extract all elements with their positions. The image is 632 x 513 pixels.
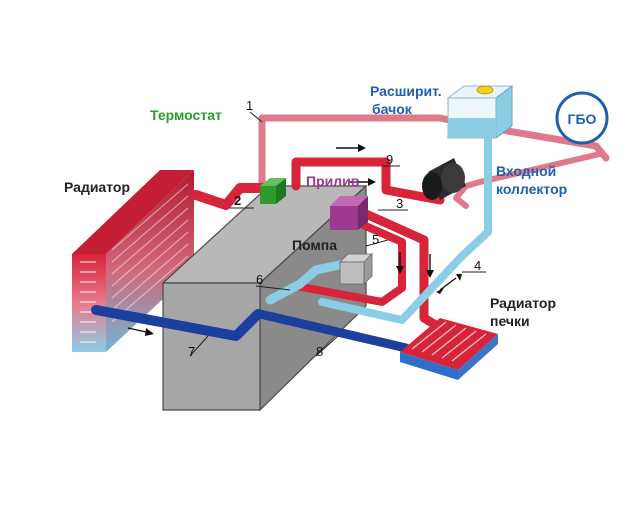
intake-manifold-icon: [422, 158, 466, 200]
main-radiator: [72, 170, 194, 352]
flow-arrows: [127, 144, 462, 336]
callout-number-2: 2: [234, 193, 241, 208]
thermostat: [260, 178, 286, 204]
callout-number-7: 7: [188, 344, 195, 359]
callout-number-6: 6: [256, 272, 263, 287]
label-intake-line2: коллектор: [496, 181, 567, 197]
arrow-icon: [348, 178, 376, 186]
label-intake-line1: Входной: [496, 163, 556, 179]
label-heater-line1: Радиатор: [490, 295, 556, 311]
pump: [339, 253, 373, 285]
callout-number-1: 1: [246, 98, 253, 113]
label-pump: Помпа: [292, 237, 337, 253]
arrow-icon: [436, 274, 462, 294]
gbo-circle-icon: [555, 91, 609, 145]
callout-number-9: 9: [386, 152, 393, 167]
arrow-icon: [336, 144, 366, 152]
arrow-icon: [396, 252, 404, 274]
expansion-tank: [446, 85, 514, 139]
gbo-label: ГБО: [568, 111, 597, 127]
label-expansion-tank-line2: бачок: [372, 101, 413, 117]
heater-radiator: [400, 318, 498, 380]
callout-number-4: 4: [474, 258, 481, 273]
callout-number-5: 5: [372, 232, 379, 247]
callout-lines: [189, 111, 486, 357]
label-inflow: Прилив: [306, 173, 360, 189]
callout-number-3: 3: [396, 196, 403, 211]
label-radiator: Радиатор: [64, 179, 130, 195]
inflow-housing: [330, 196, 368, 230]
callout-number-8: 8: [316, 344, 323, 359]
label-thermostat: Термостат: [150, 107, 222, 123]
arrow-icon: [127, 327, 154, 336]
label-expansion-tank-line1: Расширит.: [370, 83, 442, 99]
label-heater-line2: печки: [490, 313, 530, 329]
arrow-icon: [426, 254, 434, 278]
